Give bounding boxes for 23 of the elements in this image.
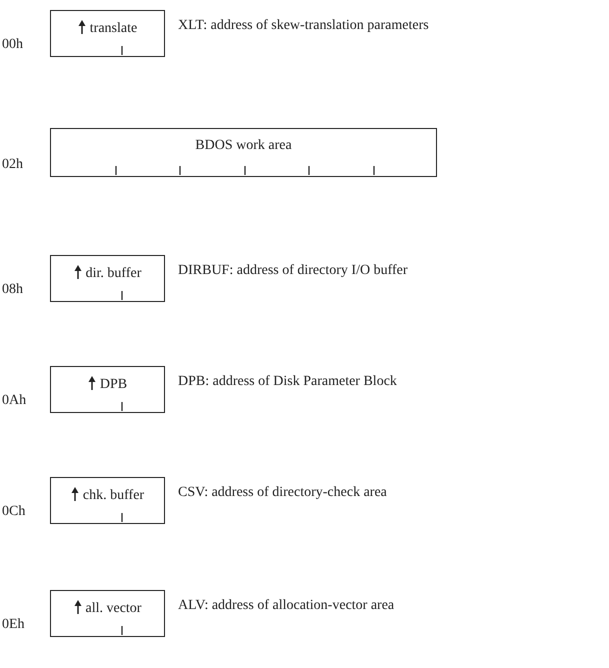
field-description: XLT: address of skew-translation parameters bbox=[178, 18, 429, 34]
field-description: CSV: address of directory-check area bbox=[178, 485, 387, 501]
memory-field-box bbox=[50, 10, 165, 57]
offset-label: 0Ah bbox=[2, 393, 26, 409]
offset-label: 0Ch bbox=[2, 504, 26, 520]
field-description: DPB: address of Disk Parameter Block bbox=[178, 374, 397, 390]
memory-field-box bbox=[50, 128, 437, 177]
memory-field-box bbox=[50, 366, 165, 413]
field-label: chk. buffer bbox=[82, 488, 144, 504]
memory-field-box bbox=[50, 590, 165, 637]
memory-field-box bbox=[50, 255, 165, 302]
memory-field-box bbox=[50, 477, 165, 524]
offset-label: 0Eh bbox=[2, 617, 25, 633]
field-label: BDOS work area bbox=[195, 138, 292, 154]
field-label: DPB bbox=[100, 377, 128, 393]
offset-label: 00h bbox=[2, 37, 23, 53]
offset-label: 08h bbox=[2, 282, 23, 298]
field-label: dir. buffer bbox=[86, 266, 142, 282]
field-description: ALV: address of allocation-vector area bbox=[178, 598, 394, 614]
field-label: all. vector bbox=[86, 601, 142, 617]
field-label: translate bbox=[90, 21, 138, 37]
field-description: DIRBUF: address of directory I/O buffer bbox=[178, 263, 408, 279]
offset-label: 02h bbox=[2, 157, 23, 173]
